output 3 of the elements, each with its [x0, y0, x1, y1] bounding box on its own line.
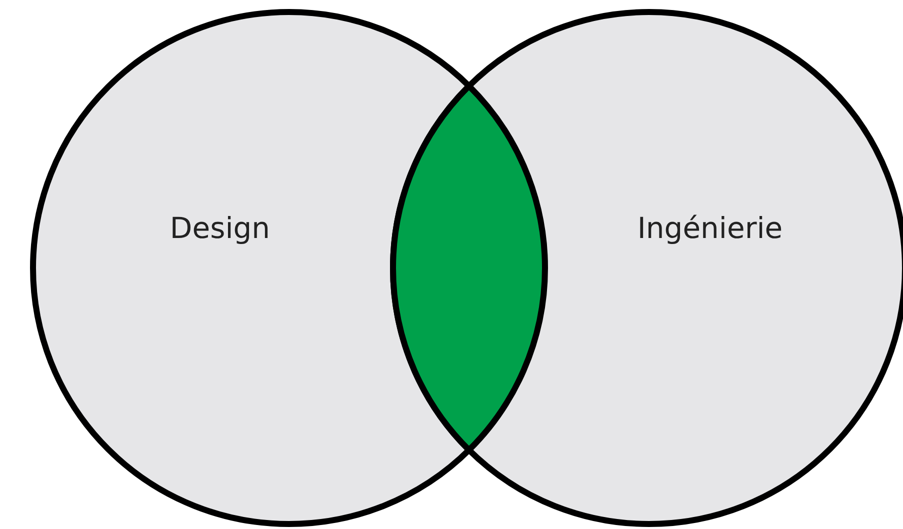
set-label: Ingénierie: [637, 211, 783, 245]
set-label: Design: [170, 211, 270, 245]
overlap-region: [390, 82, 548, 454]
